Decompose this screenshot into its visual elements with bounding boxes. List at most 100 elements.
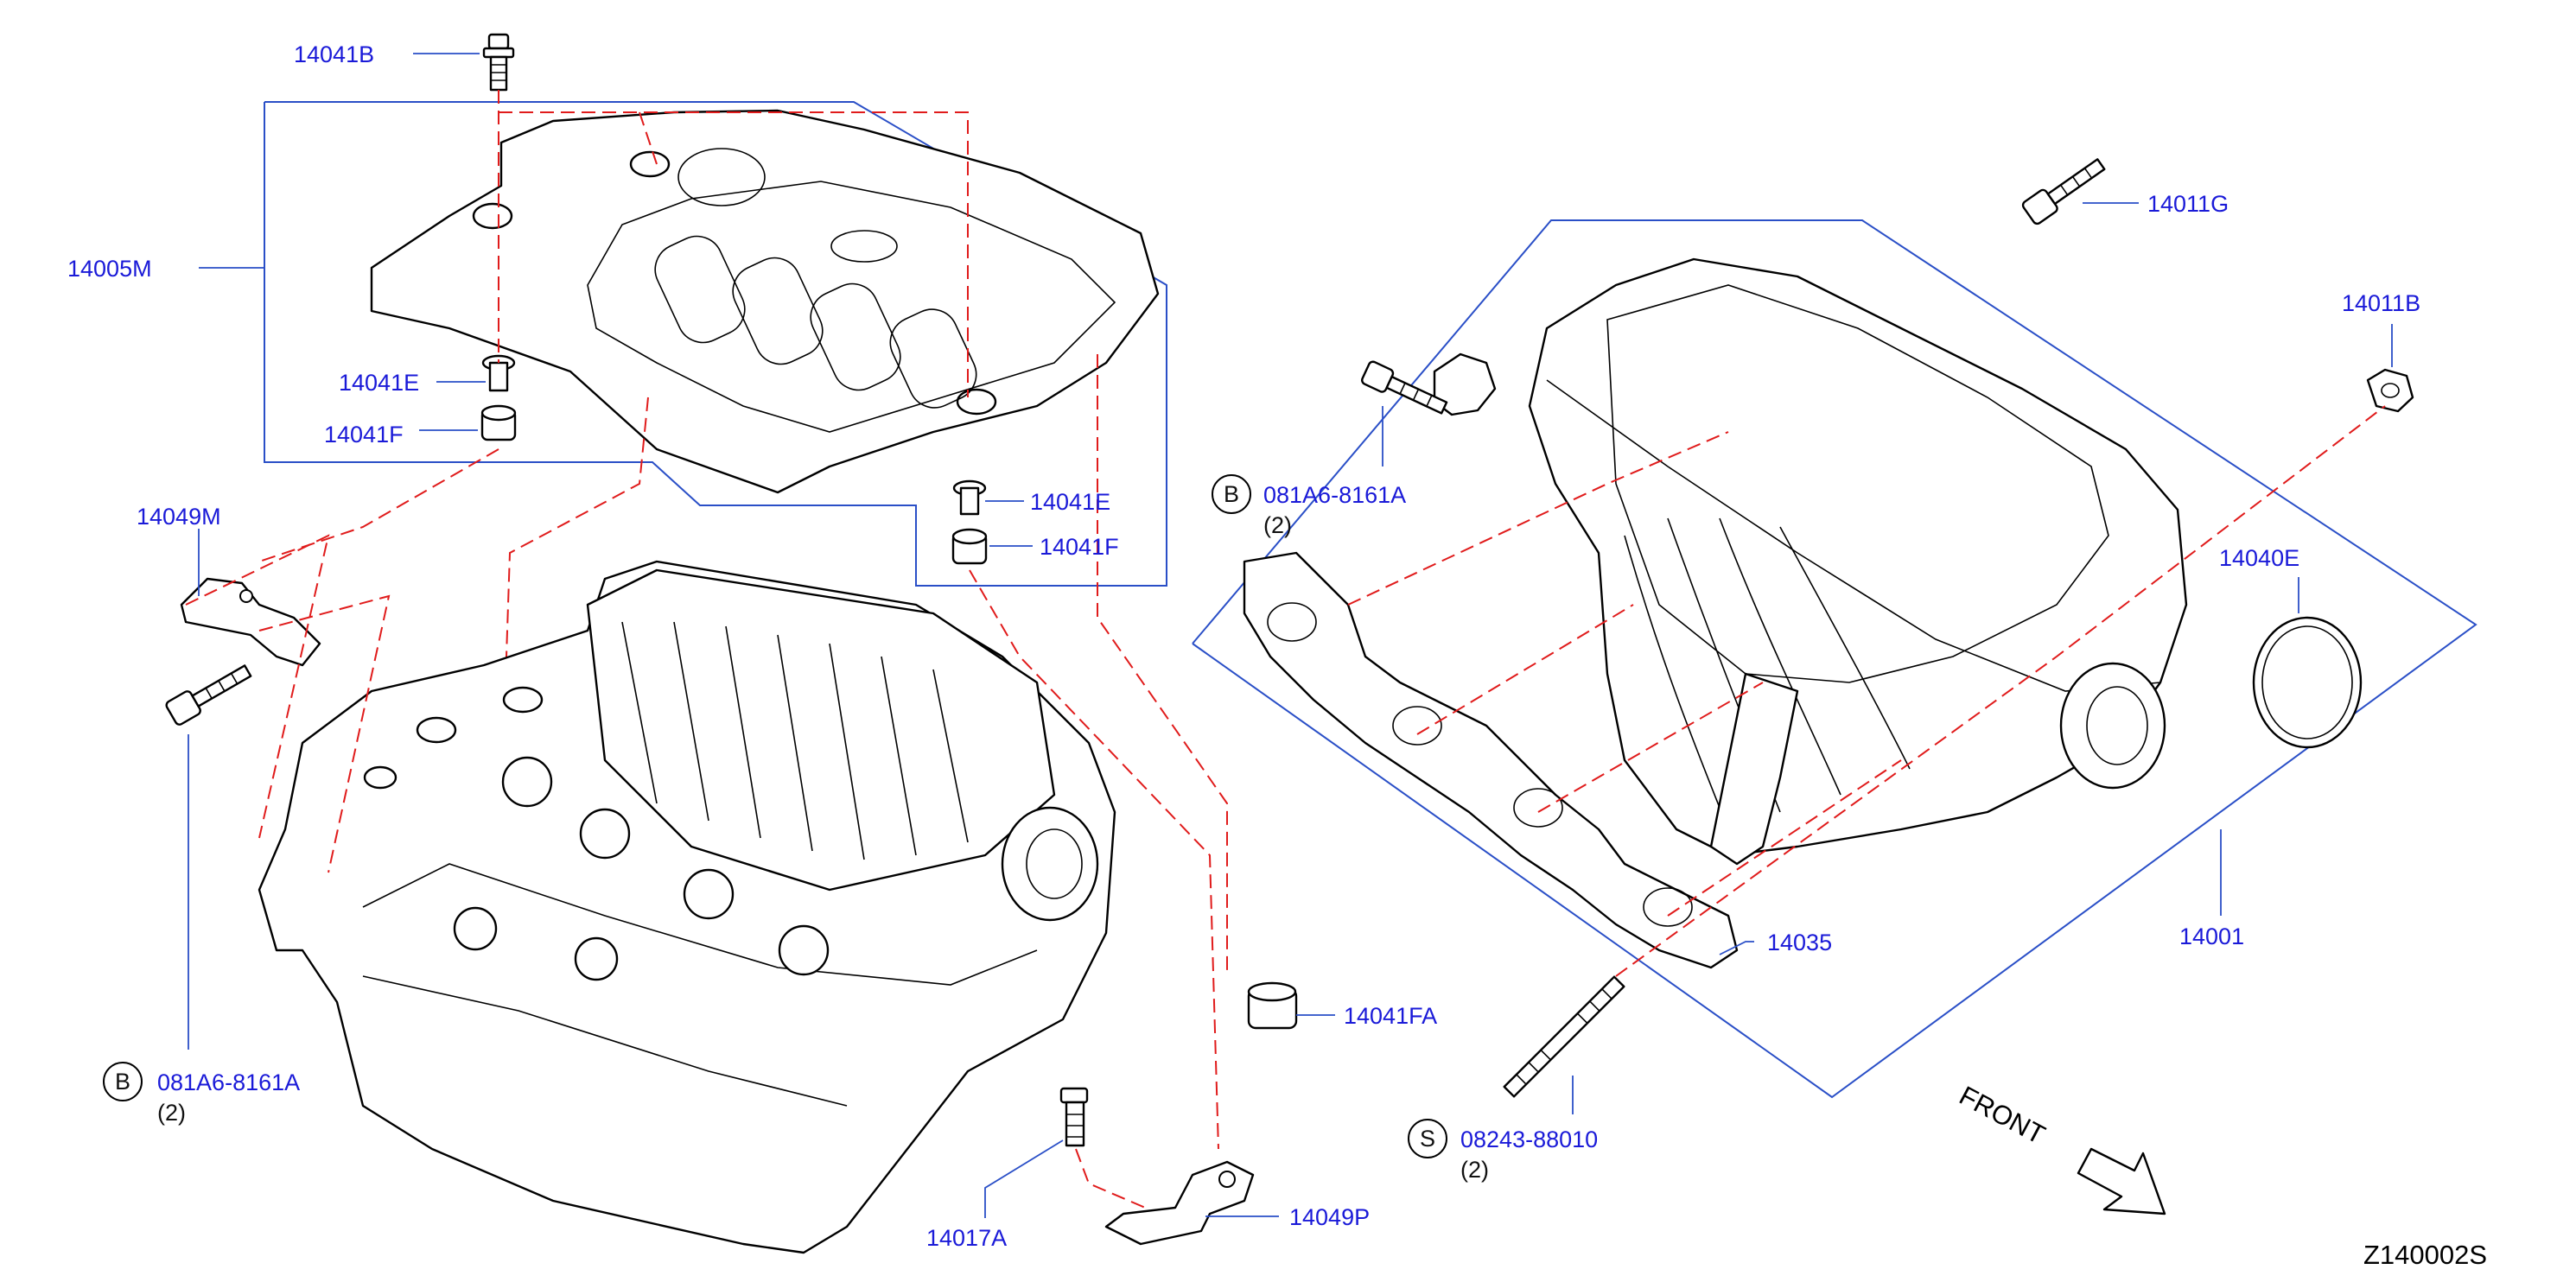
gasket-port-3: [1513, 788, 1563, 828]
gasket-14035: [1243, 551, 1739, 969]
engine-cover-group: [258, 33, 1228, 1150]
cover-align-2: [499, 111, 969, 397]
head-boss-2: [502, 686, 544, 714]
label-14049M: 14049M: [137, 504, 221, 530]
bolt-081A6-left: [165, 664, 252, 726]
throttle-body-left: [1001, 806, 1099, 922]
cover-mount-hole-left: [472, 202, 513, 230]
bolt-14017A: [1059, 1087, 1089, 1147]
runner-rib-a: [621, 621, 658, 804]
callout-s-stud: S: [1408, 1119, 1447, 1158]
bracket-14049P: [1104, 1160, 1255, 1246]
cover-mount-hole-right: [956, 388, 997, 416]
grommet-14041F-left: [480, 404, 517, 441]
cover-top-face: [587, 181, 1116, 433]
label-081A6-left: 081A6-8161A: [157, 1069, 300, 1095]
grommet-14041F-right: [951, 528, 988, 565]
manifold-align-5: [1615, 405, 2386, 977]
label-14005M: 14005M: [67, 256, 152, 282]
front-indicator: FRONT: [1955, 1080, 2166, 1215]
bracket-align-2: [258, 594, 391, 873]
gasket-port-4: [1643, 887, 1693, 927]
coil-3: [683, 868, 735, 920]
nut-14011B: [2366, 368, 2414, 413]
callout-b-left: B: [103, 1062, 143, 1101]
runner-rib-f: [881, 656, 917, 856]
cover-rib-1: [654, 235, 746, 344]
runner-rib-d: [777, 634, 813, 852]
label-qty-stud: (2): [1460, 1157, 1489, 1183]
cover-logo: [830, 230, 898, 263]
cover-mount-hole-top: [629, 150, 671, 178]
coil-2: [579, 808, 631, 860]
manifold-align-1: [1347, 431, 1729, 606]
cover-rib-2: [732, 257, 824, 365]
label-14001: 14001: [2179, 923, 2244, 949]
label-14049P: 14049P: [1289, 1204, 1370, 1230]
cover-align-5: [505, 397, 649, 683]
gasket-port-1: [1267, 602, 1317, 642]
label-14035: 14035: [1767, 930, 1832, 955]
manifold-runner-3: [1719, 517, 1841, 796]
label-081A6-right: 081A6-8161A: [1263, 482, 1406, 508]
label-qty-left: (2): [157, 1100, 186, 1126]
label-14041E-left: 14041E: [339, 370, 419, 396]
leader-14017A: [984, 1139, 1064, 1218]
bracket-14049M-hole: [239, 589, 253, 603]
intake-manifold-group: [1192, 158, 2477, 1099]
bracket-align-1: [185, 534, 330, 839]
head-boss-1: [416, 716, 457, 744]
bolt-14041B: [482, 33, 515, 92]
runner-rib-c: [725, 625, 761, 839]
cover-rib-3: [810, 282, 901, 391]
manifold-support-arm: [1709, 672, 1799, 866]
bracket-14049P-hole: [1218, 1171, 1236, 1188]
label-14041F-left: 14041F: [324, 422, 404, 447]
grommet-14041FA: [1247, 981, 1298, 1030]
bolt-14011G: [2021, 158, 2106, 225]
throttle-bore-left: [1026, 828, 1083, 899]
label-14041F-right: 14041F: [1040, 534, 1119, 560]
label-14011G: 14011G: [2147, 191, 2229, 217]
leader-lines: [188, 53, 2393, 1218]
bracket-p-align: [1075, 1148, 1150, 1210]
manifold-align-3: [1537, 682, 1764, 813]
cover-align-4: [1097, 354, 1228, 976]
cover-oil-cap-opening: [677, 148, 766, 206]
cover-align-7: [969, 569, 1219, 1150]
manifold-throttle-bore: [2086, 686, 2148, 765]
label-14017A: 14017A: [926, 1225, 1007, 1251]
coil-4: [778, 924, 830, 976]
manifold-align-4: [1667, 759, 1902, 917]
leader-14035: [1719, 941, 1754, 955]
intake-manifold-14001: [1528, 257, 2188, 857]
cover-align-6: [258, 448, 499, 562]
front-label: FRONT: [1955, 1080, 2051, 1150]
svg-text:B: B: [1224, 481, 1239, 507]
runner-rib-g: [932, 669, 969, 843]
label-14041FA: 14041FA: [1344, 1003, 1437, 1029]
runner-rib-e: [829, 643, 865, 860]
label-14011B: 14011B: [2342, 290, 2420, 316]
manifold-throttle: [2059, 662, 2166, 790]
coil-1: [501, 756, 553, 808]
runner-rib-b: [673, 621, 709, 822]
coil-5: [574, 936, 619, 981]
diagram-code: Z140002S: [2363, 1240, 2487, 1270]
label-14040E: 14040E: [2219, 545, 2299, 571]
manifold-runner-1: [1624, 535, 1729, 830]
engine-head-assembly: [165, 534, 1298, 1254]
manifold-group-frame: [1192, 219, 2477, 1099]
label-qty-right: (2): [1263, 512, 1292, 538]
manifold-align-2: [1416, 604, 1634, 735]
svg-text:B: B: [115, 1069, 130, 1095]
svg-text:S: S: [1420, 1126, 1435, 1152]
front-arrow-icon: [2077, 1147, 2166, 1215]
cover-align-3: [639, 111, 658, 165]
head-lower-detail-2: [362, 975, 848, 1107]
bracket-14049M: [180, 577, 321, 667]
callout-b-right: B: [1212, 474, 1251, 514]
manifold-runner-4: [1779, 526, 1911, 770]
head-boss-3: [363, 765, 398, 790]
